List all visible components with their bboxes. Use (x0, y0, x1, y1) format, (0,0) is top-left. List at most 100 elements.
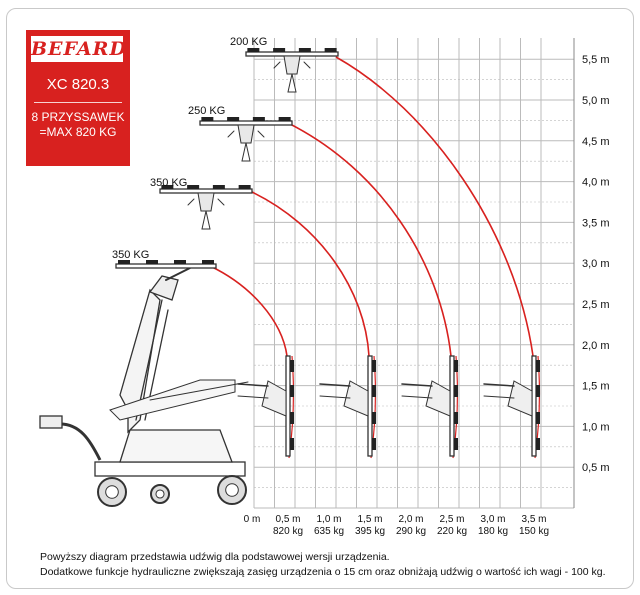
suction-frame-vertical (367, 355, 373, 457)
suction-cup (372, 412, 376, 424)
rotator (197, 192, 215, 212)
rotator-body (241, 142, 251, 162)
suction-cup (174, 260, 186, 264)
x-tick-load: 150 kg (519, 526, 549, 537)
load-label: 200 KG (230, 36, 267, 48)
suction-cup (238, 185, 251, 189)
reach-curve (289, 123, 452, 357)
footnote-line-2: Dodatkowe funkcje hydrauliczne zwiększaj… (40, 566, 606, 578)
machine-base (94, 461, 246, 477)
rotator-vertical (343, 380, 369, 417)
suction-cup (454, 412, 458, 424)
suction-cup (372, 385, 376, 397)
suction-frame-vertical (531, 355, 537, 457)
load-label: 350 KG (150, 177, 187, 189)
suction-frame-horizontal (199, 120, 293, 126)
x-tick-load: 635 kg (314, 526, 344, 537)
reach-curve (251, 191, 370, 357)
x-tick-distance: 2,5 m (439, 514, 464, 525)
arm-extension (483, 383, 515, 387)
suction-cup (536, 412, 540, 424)
machine-drawing (39, 48, 540, 507)
suction-cup (278, 117, 291, 121)
rotator-body (201, 210, 211, 230)
suction-frame-horizontal (245, 51, 339, 57)
y-tick-label: 2,0 m (582, 340, 610, 352)
y-tick-label: 0,5 m (582, 462, 610, 474)
rotator (237, 124, 255, 144)
x-tick-distance: 0 m (244, 514, 261, 525)
x-tick-distance: 3,5 m (521, 514, 546, 525)
mast-head (148, 275, 179, 301)
suction-cup (454, 385, 458, 397)
y-tick-label: 3,0 m (582, 258, 610, 270)
suction-cup (372, 360, 376, 372)
suction-cup (273, 48, 286, 52)
rotator-arm (187, 198, 195, 206)
rotator-body (287, 73, 297, 93)
x-tick-load: 820 kg (273, 526, 303, 537)
suction-cup (201, 117, 214, 121)
arm-extension (401, 383, 433, 387)
x-tick-distance: 0,5 m (275, 514, 300, 525)
x-tick-load: 220 kg (437, 526, 467, 537)
brand-logo: BEFARD (31, 36, 127, 62)
y-tick-label: 3,5 m (582, 217, 610, 229)
suction-cup (247, 48, 260, 52)
wheel-hub (155, 489, 165, 499)
capacity-description: 8 PRZYSSAWEK =MAX 820 KG (31, 110, 125, 139)
rotator-arm (227, 130, 235, 138)
y-tick-label: 5,5 m (582, 54, 610, 66)
x-tick-load: 180 kg (478, 526, 508, 537)
y-tick-label: 4,0 m (582, 177, 610, 189)
suction-cup (536, 360, 540, 372)
suction-cup (187, 185, 200, 189)
rotator-arm (303, 61, 311, 69)
wheel-hub (105, 485, 119, 499)
suction-cup (202, 260, 214, 264)
x-tick-load: 395 kg (355, 526, 385, 537)
rotator-vertical (425, 380, 451, 417)
arm-extension (401, 395, 433, 399)
suction-cup (290, 385, 294, 397)
suction-cup (454, 438, 458, 450)
y-tick-label: 1,0 m (582, 421, 610, 433)
suction-cup (212, 185, 225, 189)
rotator-arm (257, 130, 265, 138)
suction-cup (161, 185, 174, 189)
y-axis-labels: 5,5 m5,0 m4,5 m4,0 m3,5 m3,0 m2,5 m2,0 m… (582, 54, 610, 474)
rotator (283, 55, 301, 75)
suction-cup (454, 360, 458, 372)
x-tick-distance: 2,0 m (398, 514, 423, 525)
suction-cup (290, 412, 294, 424)
suction-frame-vertical (449, 355, 455, 457)
suction-cup (372, 438, 376, 450)
suction-cup (290, 360, 294, 372)
boom (165, 267, 191, 281)
suction-cup (290, 438, 294, 450)
suction-cup (298, 48, 311, 52)
rotator-vertical (507, 380, 533, 417)
suction-cup (146, 260, 158, 264)
y-tick-label: 2,5 m (582, 299, 610, 311)
suction-cup (252, 117, 265, 121)
suction-frame-horizontal (159, 188, 253, 194)
model-name: XC 820.3 (46, 76, 110, 93)
suction-cup (536, 385, 540, 397)
y-tick-label: 4,5 m (582, 136, 610, 148)
reach-curve (335, 56, 534, 357)
footnote-line-1: Powyższy diagram przedstawia udźwig dla … (40, 551, 390, 563)
arm-extension (319, 383, 351, 387)
arm-extension (319, 395, 351, 399)
suction-frame-horizontal (115, 263, 217, 269)
tiller-arm (59, 422, 102, 461)
arm-extension (237, 395, 269, 399)
boom-low-line (149, 381, 249, 401)
brand-separator (34, 102, 122, 103)
machine-body (119, 429, 233, 463)
suction-cup (227, 117, 240, 121)
tiller-handle (39, 415, 63, 429)
brand-box: BEFARD XC 820.3 8 PRZYSSAWEK =MAX 820 KG (26, 30, 130, 166)
footnote: Powyższy diagram przedstawia udźwig dla … (40, 550, 606, 580)
